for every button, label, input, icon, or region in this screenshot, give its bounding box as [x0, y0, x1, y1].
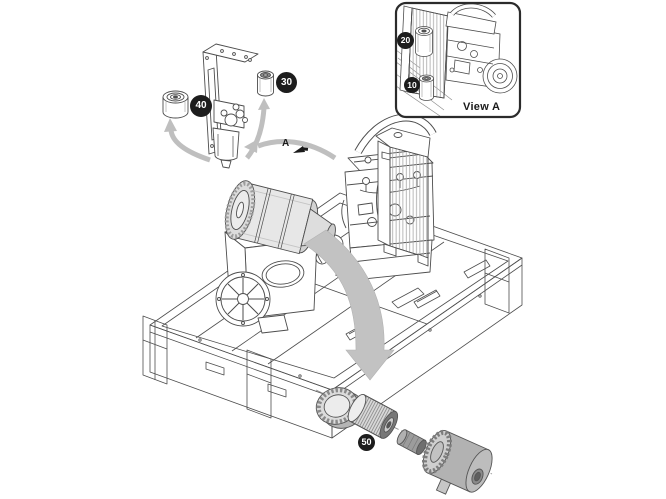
inset-view — [394, 1, 522, 119]
guide-arrows — [164, 98, 337, 163]
filter-part-10 — [419, 74, 434, 101]
a-direction-arrow-icon — [293, 146, 309, 153]
filter-element-inner — [396, 429, 427, 456]
air-filter-exploded — [315, 387, 493, 495]
air-cleaner — [224, 180, 336, 255]
inset-border — [394, 1, 522, 119]
callout-10: 10 — [404, 77, 420, 93]
filter-housing — [421, 429, 493, 495]
callout-20: 20 — [397, 32, 414, 49]
callout-50: 50 — [358, 434, 375, 451]
callout-30: 30 — [276, 72, 297, 93]
flow-arrow-to-exploded-view — [303, 229, 395, 381]
filter-part-30 — [257, 70, 274, 97]
filter-element-main — [347, 394, 399, 439]
detail-a-label: A — [282, 138, 290, 149]
arrow-to-filter-40 — [164, 118, 177, 132]
arrow-to-bracket — [244, 139, 258, 153]
callout-40: 40 — [190, 95, 212, 117]
filter-part-40 — [162, 90, 189, 119]
arrow-to-filter-30 — [258, 98, 270, 110]
filter-part-20 — [415, 26, 433, 57]
radiator — [375, 127, 431, 267]
view-a-label: View A — [463, 101, 501, 113]
fuel-filter-bracket — [202, 43, 259, 169]
